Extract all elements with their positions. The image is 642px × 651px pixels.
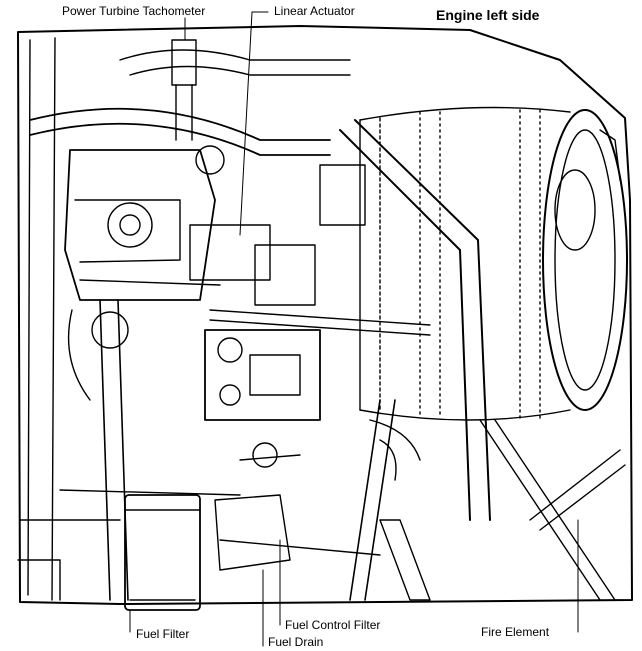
- label-fire-element: Fire Element: [481, 625, 550, 639]
- tachometer-assembly: [171, 39, 225, 175]
- label-fuel-control-filter: Fuel Control Filter: [285, 618, 381, 632]
- duct-pipes: [29, 49, 626, 531]
- engine-cowling-frame: [17, 25, 633, 605]
- support-struts: [59, 299, 616, 601]
- label-power-turbine-tachometer: Power Turbine Tachometer: [62, 4, 206, 18]
- label-fuel-drain: Fuel Drain: [268, 635, 324, 649]
- label-fuel-filter: Fuel Filter: [136, 627, 190, 641]
- accessory-gearbox: [64, 149, 221, 401]
- label-linear-actuator: Linear Actuator: [274, 4, 355, 18]
- fuel-control-unit: [189, 164, 431, 421]
- leader-linear-actuator: [239, 11, 269, 236]
- fuel-filter-canister: [124, 494, 201, 611]
- turbine-section: [359, 106, 628, 421]
- callout-leaders: [129, 11, 579, 647]
- fuel-control-filter-body: [214, 442, 301, 571]
- diagram-title: Engine left side: [436, 7, 540, 23]
